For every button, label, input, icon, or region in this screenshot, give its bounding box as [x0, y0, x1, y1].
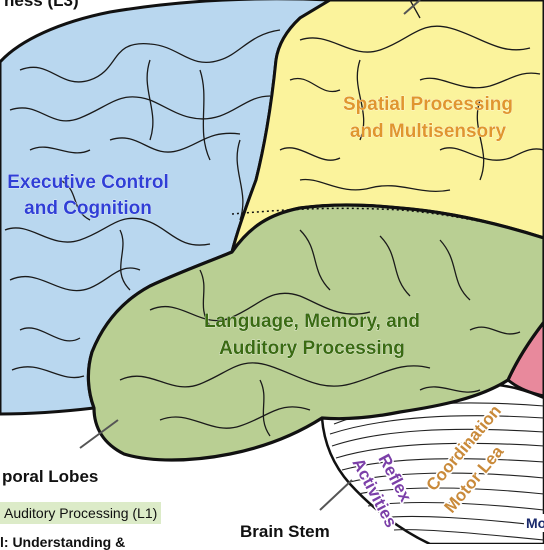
frontal-gyri — [4, 29, 281, 379]
frontal-label-line1: Executive Control — [7, 172, 169, 193]
frontal-label-line2: and Cognition — [24, 198, 152, 219]
temporal-label-line1: Language, Memory, and — [204, 311, 420, 332]
temporal-lobes-label: poral Lobes — [2, 467, 98, 486]
lobe-boundary-dotted — [231, 207, 544, 239]
brain-stem-label: Brain Stem — [240, 522, 330, 541]
legend-auditory-processing: Auditory Processing (L1) — [0, 502, 162, 524]
right-edge-label: Mo — [524, 514, 544, 532]
parietal-gyri — [279, 0, 544, 192]
temporal-label-line2: Auditory Processing — [219, 338, 405, 359]
temporal-lobe — [86, 203, 544, 462]
parietal-label-line1: Spatial Processing — [343, 94, 513, 115]
parietal-label-line2: and Multisensory — [350, 121, 507, 142]
top-callout-label: ness (L3) — [4, 0, 79, 10]
callout-lines — [79, 0, 421, 511]
temporal-gyri — [119, 229, 521, 437]
legend-partial-bottom: l: Understanding & — [0, 534, 126, 550]
